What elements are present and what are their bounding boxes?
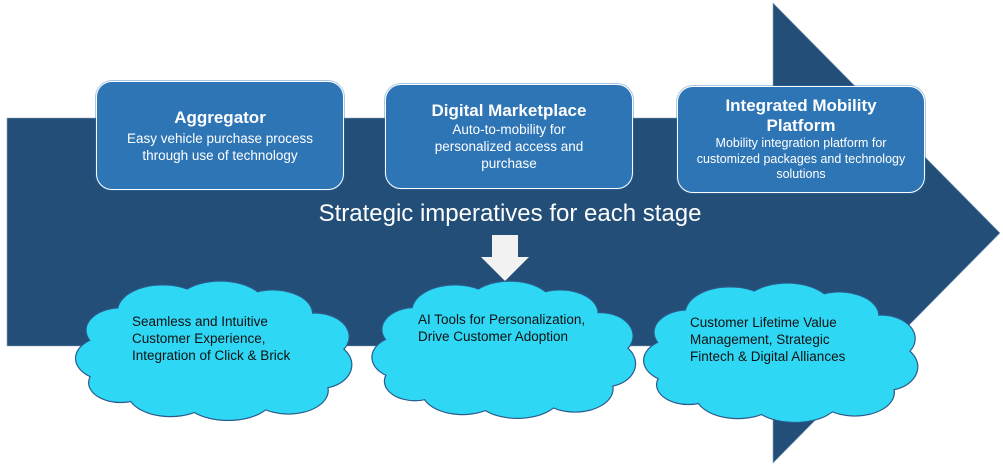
imperative-cloud-aggregator bbox=[74, 280, 353, 422]
imperatives-heading: Strategic imperatives for each stage bbox=[318, 200, 702, 227]
stage-title: Aggregator bbox=[174, 107, 266, 127]
imperative-line: Drive Customer Adoption bbox=[418, 329, 569, 344]
cloud-core bbox=[110, 305, 320, 399]
imperative-line: Management, Strategic bbox=[690, 332, 830, 347]
cloud-core bbox=[678, 307, 886, 401]
imperative-line: AI Tools for Personalization, bbox=[418, 312, 586, 327]
imperative-line: Integration of Click & Brick bbox=[132, 348, 291, 363]
stage-card-digital-marketplace: Digital Marketplace Auto-to-mobility for… bbox=[385, 84, 633, 189]
stage-description-line: through use of technology bbox=[142, 147, 298, 163]
stage-card-aggregator: Aggregator Easy vehicle purchase process… bbox=[96, 81, 344, 190]
imperative-cloud-mobility-platform bbox=[643, 282, 919, 424]
stage-title-line: Integrated Mobility bbox=[725, 96, 877, 116]
imperative-line: Seamless and Intuitive bbox=[132, 314, 268, 329]
stage-title-line: Platform bbox=[766, 116, 836, 136]
stage-description-line: personalized access and bbox=[434, 139, 584, 154]
imperative-line: Customer Experience, bbox=[132, 331, 266, 346]
imperative-line: Fintech & Digital Alliances bbox=[690, 349, 846, 364]
imperative-cloud-text-marketplace: AI Tools for Personalization, Drive Cust… bbox=[418, 311, 585, 345]
stage-description-line: solutions bbox=[776, 167, 826, 182]
stage-description-line: Mobility integration platform for bbox=[715, 136, 887, 151]
stage-description-line: Easy vehicle purchase process bbox=[126, 130, 314, 146]
stage-description-line: Auto-to-mobility for bbox=[452, 122, 566, 137]
down-arrow-icon bbox=[481, 235, 529, 281]
stage-card-integrated-mobility-platform: Integrated Mobility Platform Mobility in… bbox=[677, 86, 925, 193]
cloud-core bbox=[405, 305, 605, 397]
stage-title: Digital Marketplace bbox=[431, 101, 587, 120]
imperative-cloud-marketplace bbox=[371, 280, 637, 419]
imperative-cloud-text-aggregator: Seamless and Intuitive Customer Experien… bbox=[132, 313, 290, 364]
imperative-line: Customer Lifetime Value bbox=[690, 315, 837, 330]
stage-description-line: customized packages and technology bbox=[696, 151, 906, 166]
stage-description-line: purchase bbox=[481, 156, 537, 171]
imperative-cloud-text-mobility-platform: Customer Lifetime Value Management, Stra… bbox=[690, 314, 845, 365]
